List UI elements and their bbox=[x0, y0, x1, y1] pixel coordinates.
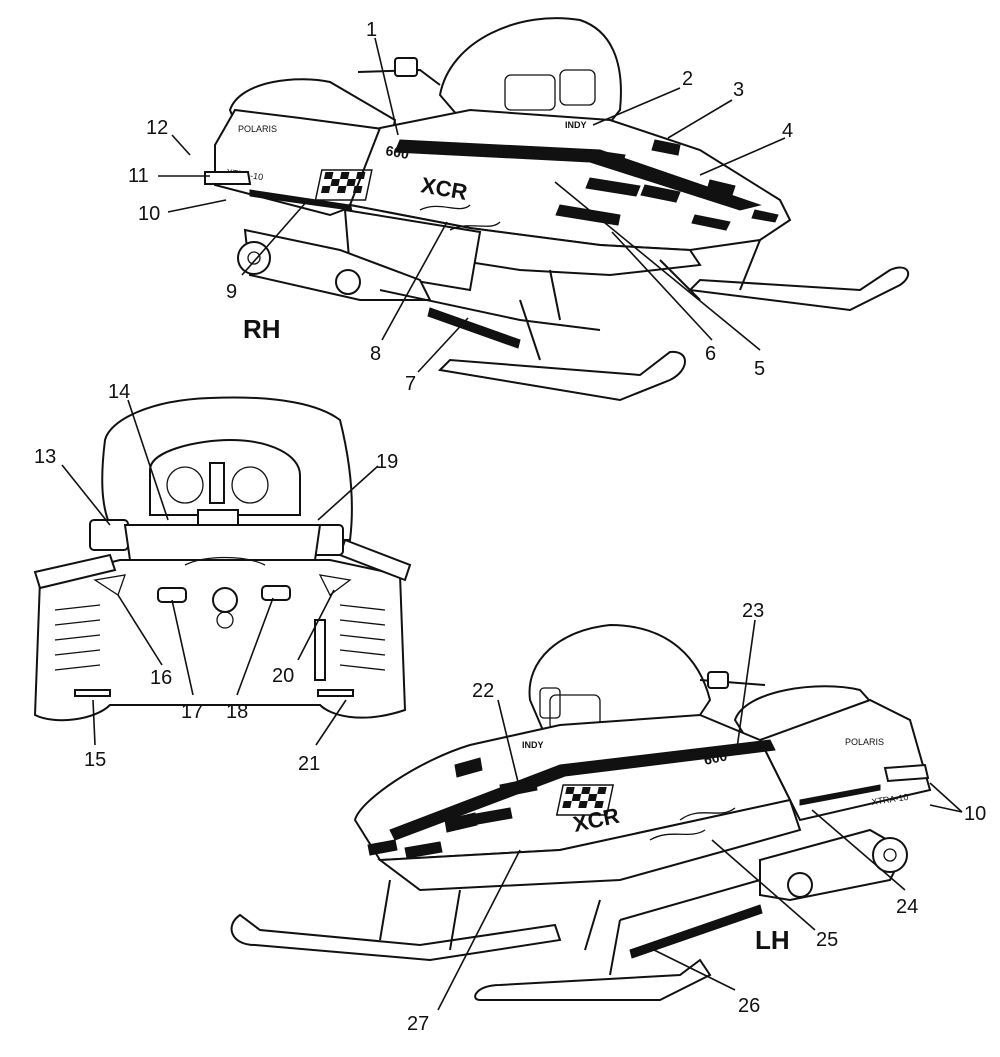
callout-16: 16 bbox=[150, 667, 172, 689]
callout-12: 12 bbox=[146, 117, 168, 139]
lh-ski-front bbox=[474, 958, 712, 1001]
callout-13: 13 bbox=[34, 446, 56, 468]
callout-18: 18 bbox=[226, 701, 248, 723]
dash-view bbox=[33, 396, 412, 722]
callout-17: 17 bbox=[181, 701, 203, 723]
rh-windshield bbox=[438, 17, 622, 137]
leader-lines bbox=[61, 37, 963, 1011]
lh-belly-pan bbox=[377, 798, 802, 892]
rh-handlebar bbox=[357, 68, 441, 86]
rh-ski-front bbox=[437, 350, 686, 402]
callout-8: 8 bbox=[370, 343, 381, 365]
lh-ski-rear bbox=[230, 913, 562, 962]
rh-front-suspension bbox=[379, 269, 601, 361]
rh-checkered-flag-decal bbox=[314, 169, 373, 201]
lh-windshield bbox=[528, 623, 712, 737]
lh-view-label: LH bbox=[755, 925, 790, 955]
callout-23: 23 bbox=[742, 600, 764, 622]
callout-26: 26 bbox=[738, 995, 760, 1017]
lh-displacement-decal: 600 bbox=[702, 747, 728, 768]
callout-1: 1 bbox=[366, 19, 377, 41]
callout-3: 3 bbox=[733, 79, 744, 101]
lh-checkered-flag-decal bbox=[555, 784, 615, 816]
rh-ski-rear bbox=[687, 266, 910, 312]
callout-2: 2 bbox=[682, 68, 693, 90]
lh-indy-decal: INDY bbox=[522, 740, 544, 750]
lh-snowmobile-view: XCR 600 POLARIS INDY XTRA-10 bbox=[230, 623, 932, 1001]
callout-21: 21 bbox=[298, 753, 320, 775]
callout-22: 22 bbox=[472, 680, 494, 702]
dash-console bbox=[33, 559, 407, 722]
callout-15: 15 bbox=[84, 749, 106, 771]
rh-snowmobile-view: XCR 600 POLARIS INDY XTRA-10 bbox=[204, 17, 910, 402]
lh-front-suspension bbox=[584, 879, 761, 976]
callout-11: 11 bbox=[128, 165, 149, 187]
callout-19: 19 bbox=[376, 451, 398, 473]
rh-displacement-decal: 600 bbox=[384, 142, 410, 162]
callout-6: 6 bbox=[705, 343, 716, 365]
callout-27: 27 bbox=[407, 1013, 429, 1035]
callout-9: 9 bbox=[226, 281, 237, 303]
rh-brand-decal: POLARIS bbox=[238, 124, 277, 134]
callout-24: 24 bbox=[896, 896, 918, 918]
callout-14: 14 bbox=[108, 381, 130, 403]
rh-hood-stripe bbox=[394, 139, 762, 211]
rh-view-label: RH bbox=[243, 314, 281, 344]
lh-brand-decal: POLARIS bbox=[845, 737, 884, 747]
callout-7: 7 bbox=[405, 373, 416, 395]
callout-20: 20 bbox=[272, 665, 294, 687]
dash-left-grip bbox=[33, 553, 117, 590]
callout-10-rh: 10 bbox=[138, 203, 160, 225]
callout-5: 5 bbox=[754, 358, 765, 380]
rh-indy-decal: INDY bbox=[565, 120, 587, 130]
callout-25: 25 bbox=[816, 929, 838, 951]
callout-10-lh: 10 bbox=[964, 803, 986, 825]
lh-rear-wheel bbox=[872, 837, 908, 873]
callout-4: 4 bbox=[782, 120, 793, 142]
callout-numbers: 1 2 3 4 5 6 7 8 9 10 11 12 13 14 15 16 1… bbox=[34, 19, 986, 1035]
lh-rear-body bbox=[758, 698, 932, 822]
rh-rear-wheel bbox=[237, 241, 271, 275]
